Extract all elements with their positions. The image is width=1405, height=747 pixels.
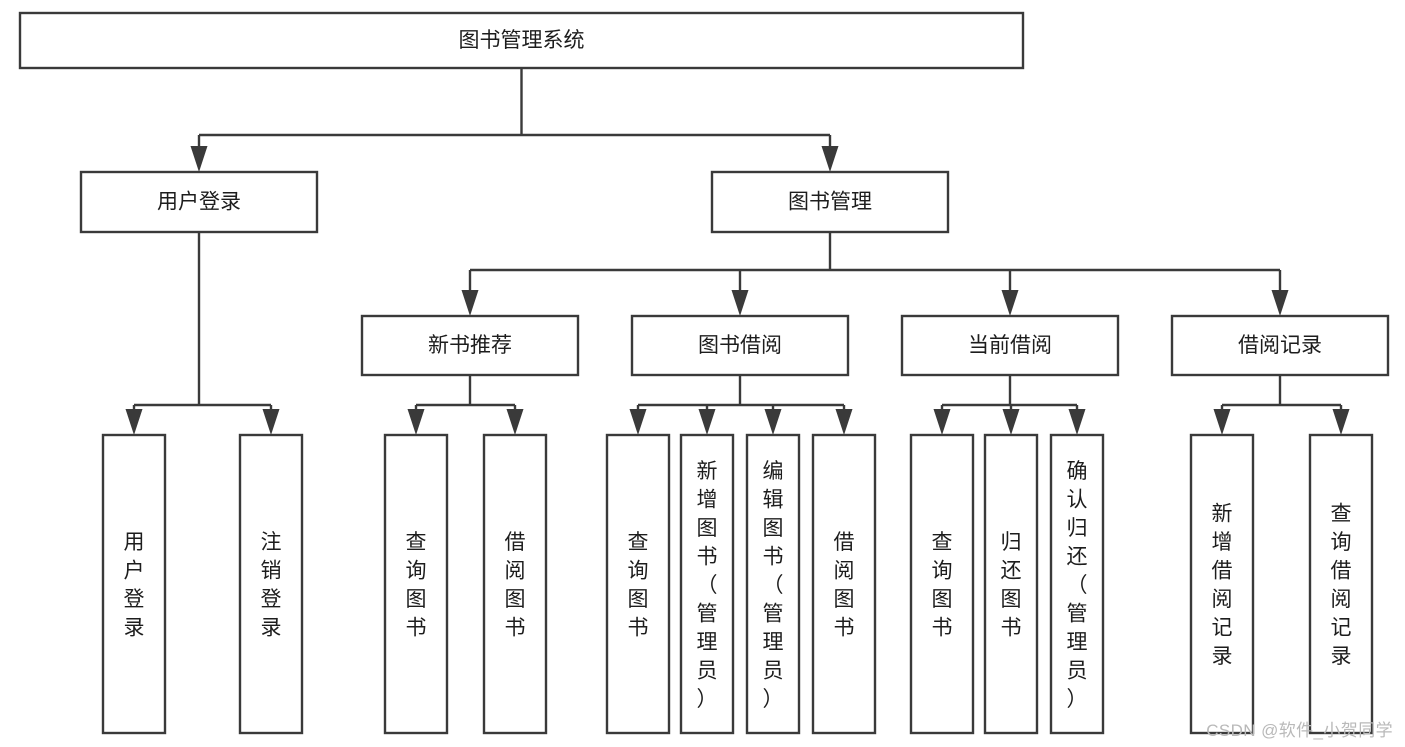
node-box-leaf-query-borrow-record[interactable] [1308,433,1374,735]
node-label-leaf-add-borrow-record: 新增借阅记录 [1212,503,1233,669]
node-box-leaf-query-book-3[interactable] [909,433,975,735]
node-box-book-borrow[interactable] [630,314,850,377]
arrow-head-leaf-confirm-return [1068,409,1086,435]
arrow-head-user-login [190,146,208,172]
arrow-head-leaf-borrow-book-2 [835,409,853,435]
node-root[interactable]: 图书管理系统 [18,11,1025,70]
node-leaf-add-book[interactable]: 新增图书（管理员） [679,433,735,735]
node-label-root: 图书管理系统 [459,29,585,52]
node-user-login[interactable]: 用户登录 [79,170,319,234]
node-label-new-book-recommend: 新书推荐 [428,334,512,357]
node-label-leaf-borrow-book-2: 借阅图书 [834,531,855,640]
node-leaf-add-borrow-record[interactable]: 新增借阅记录 [1189,433,1255,735]
node-leaf-logout-login[interactable]: 注销登录 [238,433,304,735]
node-leaf-borrow-book-1[interactable]: 借阅图书 [482,433,548,735]
node-label-current-borrow: 当前借阅 [968,334,1052,357]
node-box-leaf-add-book[interactable] [679,433,735,735]
node-box-leaf-borrow-book-2[interactable] [811,433,877,735]
arrow-head-current-borrow [1001,290,1019,316]
arrow-head-borrow-record [1271,290,1289,316]
node-leaf-query-book-3[interactable]: 查询图书 [909,433,975,735]
node-label-book-manage: 图书管理 [788,191,872,214]
node-label-leaf-query-book-3: 查询图书 [932,531,953,640]
arrow-head-book-manage [821,146,839,172]
node-box-new-book-recommend[interactable] [360,314,580,377]
node-borrow-record[interactable]: 借阅记录 [1170,314,1390,377]
node-box-book-manage[interactable] [710,170,950,234]
node-box-leaf-query-book-1[interactable] [383,433,449,735]
node-current-borrow[interactable]: 当前借阅 [900,314,1120,377]
node-box-leaf-edit-book[interactable] [745,433,801,735]
node-book-borrow[interactable]: 图书借阅 [630,314,850,377]
node-label-user-login: 用户登录 [157,191,241,214]
node-box-leaf-return-book[interactable] [983,433,1039,735]
node-leaf-borrow-book-2[interactable]: 借阅图书 [811,433,877,735]
arrow-head-leaf-borrow-book-1 [506,409,524,435]
node-leaf-edit-book[interactable]: 编辑图书（管理员） [745,433,801,735]
node-label-leaf-logout-login: 注销登录 [261,531,282,640]
node-leaf-query-book-1[interactable]: 查询图书 [383,433,449,735]
arrow-head-leaf-return-book [1002,409,1020,435]
arrow-head-leaf-add-book [698,409,716,435]
node-label-book-borrow: 图书借阅 [698,334,782,357]
node-box-leaf-confirm-return[interactable] [1049,433,1105,735]
node-box-leaf-logout-login[interactable] [238,433,304,735]
node-box-leaf-add-borrow-record[interactable] [1189,433,1255,735]
node-label-leaf-borrow-book-1: 借阅图书 [505,531,526,640]
arrow-head-leaf-edit-book [764,409,782,435]
arrow-head-leaf-query-book-2 [629,409,647,435]
node-label-leaf-user-login: 用户登录 [124,531,145,640]
node-box-leaf-borrow-book-1[interactable] [482,433,548,735]
node-label-leaf-confirm-return: 确认归还（管理员） [1067,460,1088,711]
node-leaf-query-borrow-record[interactable]: 查询借阅记录 [1308,433,1374,735]
node-label-leaf-return-book: 归还图书 [1001,531,1022,640]
node-box-leaf-query-book-2[interactable] [605,433,671,735]
node-leaf-confirm-return[interactable]: 确认归还（管理员） [1049,433,1105,735]
node-leaf-return-book[interactable]: 归还图书 [983,433,1039,735]
watermark-text: CSDN @软件_小贺同学 [1206,721,1393,740]
node-box-leaf-user-login[interactable] [101,433,167,735]
node-leaf-user-login[interactable]: 用户登录 [101,433,167,735]
arrow-head-new-book-recommend [461,290,479,316]
arrow-head-leaf-query-book-3 [933,409,951,435]
node-leaf-query-book-2[interactable]: 查询图书 [605,433,671,735]
arrow-head-leaf-logout-login [262,409,280,435]
node-box-user-login[interactable] [79,170,319,234]
node-label-borrow-record: 借阅记录 [1238,334,1322,357]
node-box-root[interactable] [18,11,1025,70]
connectors-layer [125,68,1350,435]
arrow-head-leaf-user-login [125,409,143,435]
node-box-borrow-record[interactable] [1170,314,1390,377]
node-label-leaf-query-borrow-record: 查询借阅记录 [1331,503,1352,669]
arrow-head-book-borrow [731,290,749,316]
arrow-head-leaf-add-borrow-record [1213,409,1231,435]
arrow-head-leaf-query-borrow-record [1332,409,1350,435]
node-label-leaf-query-book-2: 查询图书 [628,531,649,640]
node-label-leaf-edit-book: 编辑图书（管理员） [763,460,784,711]
node-book-manage[interactable]: 图书管理 [710,170,950,234]
node-new-book-recommend[interactable]: 新书推荐 [360,314,580,377]
nodes-layer: 图书管理系统用户登录图书管理新书推荐图书借阅当前借阅借阅记录用户登录注销登录查询… [18,11,1390,735]
node-box-current-borrow[interactable] [900,314,1120,377]
node-label-leaf-query-book-1: 查询图书 [406,531,427,640]
node-label-leaf-add-book: 新增图书（管理员） [697,460,718,711]
arrow-head-leaf-query-book-1 [407,409,425,435]
